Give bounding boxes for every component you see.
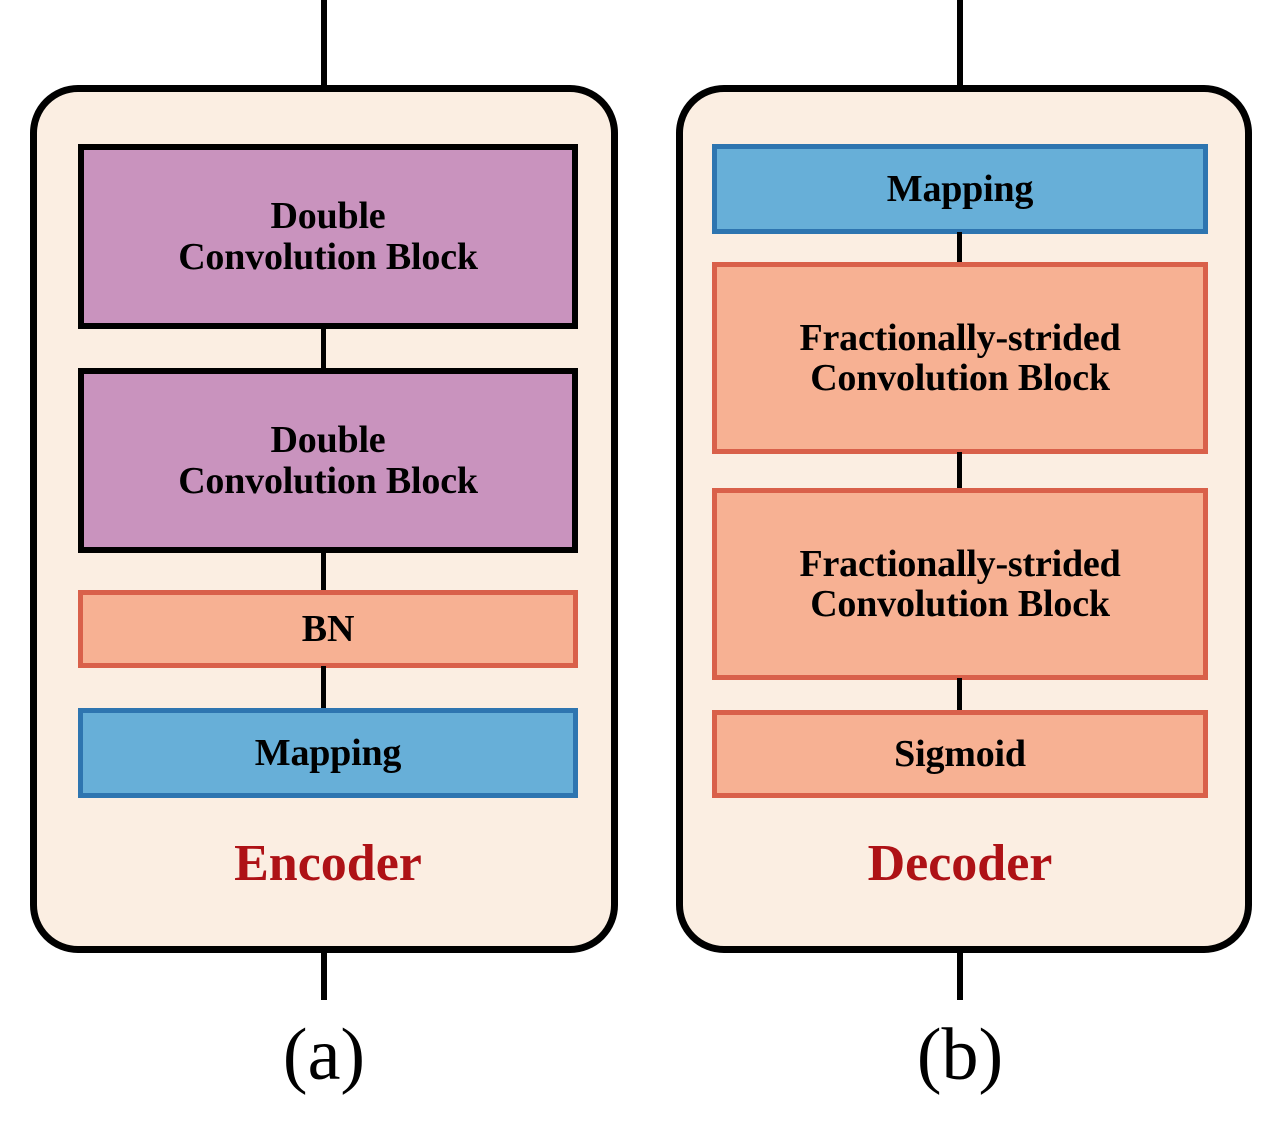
encoder-block-bn: BN	[78, 590, 578, 668]
encoder-input-line	[321, 0, 327, 92]
decoder-caption: Decoder	[867, 835, 1053, 892]
decoder-block-2-line2: Convolution Block	[810, 357, 1110, 399]
encoder-connector-3	[321, 666, 326, 710]
encoder-caption: Encoder	[234, 835, 422, 892]
encoder-block-1-line1: Double	[270, 195, 386, 238]
figure-label-b: (b)	[916, 1014, 1004, 1096]
decoder-block-3-line1: Fractionally-strided	[799, 542, 1121, 585]
decoder-block-2-line1: Fractionally-strided	[799, 316, 1121, 359]
encoder-block-2-line2: Convolution Block	[178, 459, 478, 502]
decoder-block-1-label: Mapping	[886, 167, 1034, 210]
encoder-connector-1	[321, 326, 326, 370]
decoder-connector-3	[957, 678, 962, 712]
encoder-block-1-line2: Convolution Block	[178, 235, 478, 278]
decoder-connector-1	[957, 232, 962, 264]
encoder-block-3-label: BN	[301, 607, 355, 650]
decoder-block-sigmoid: Sigmoid	[712, 710, 1208, 798]
decoder-block-mapping: Mapping	[712, 144, 1208, 234]
decoder-output-line	[957, 948, 963, 1000]
decoder-block-4-label: Sigmoid	[894, 732, 1026, 775]
encoder-output-line	[321, 948, 327, 1000]
encoder-connector-2	[321, 550, 326, 592]
decoder-block-3-line2: Convolution Block	[810, 583, 1110, 625]
encoder-block-2-line1: Double	[270, 419, 386, 462]
encoder-block-mapping: Mapping	[78, 708, 578, 798]
encoder-block-4-label: Mapping	[254, 731, 402, 774]
decoder-input-line	[957, 0, 963, 92]
decoder-connector-2	[957, 452, 962, 490]
figure-label-a: (a)	[282, 1014, 366, 1096]
